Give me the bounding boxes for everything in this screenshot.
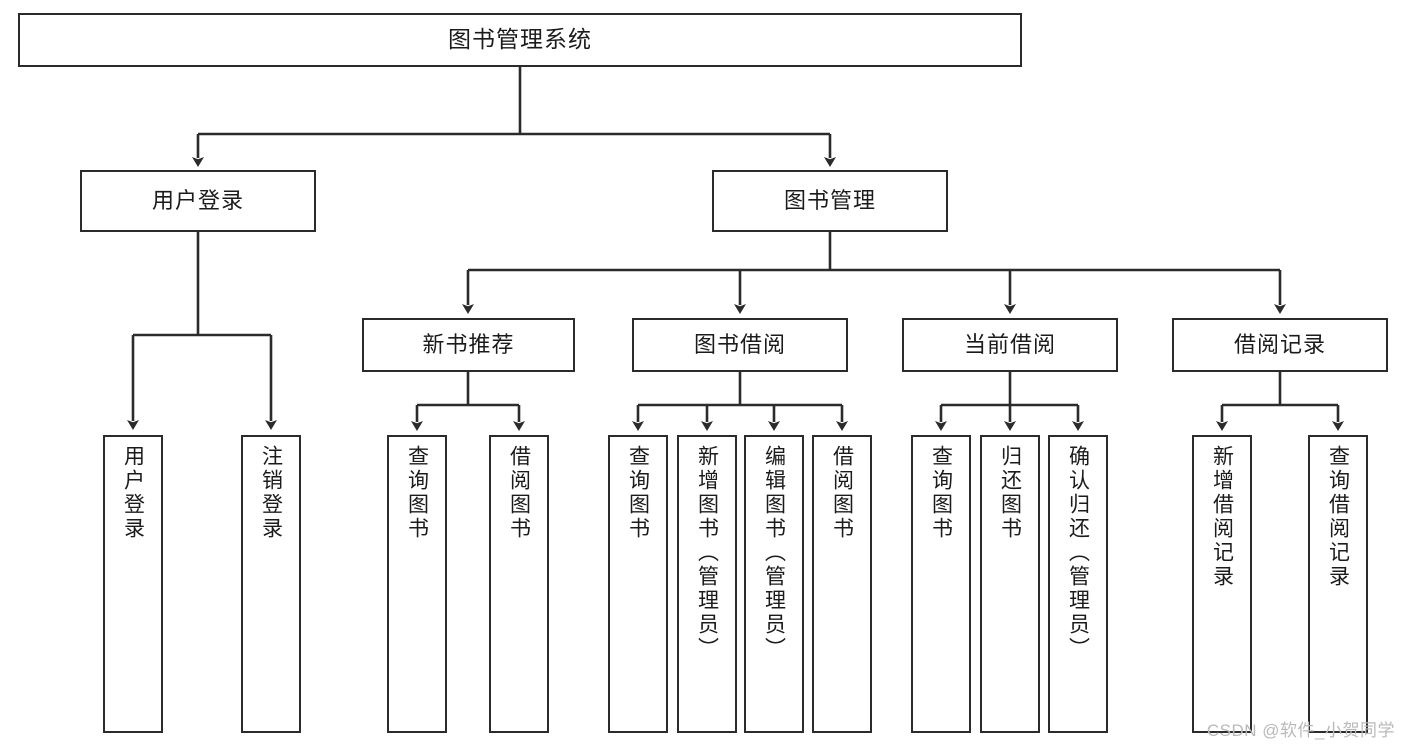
node-label: 图书管理系统 bbox=[448, 26, 592, 53]
leaf-current-borrow-return[interactable]: 归还图书 bbox=[980, 435, 1040, 733]
leaf-borrow-record-query[interactable]: 查询借阅记录 bbox=[1308, 435, 1368, 733]
node-label: 借阅记录 bbox=[1233, 332, 1326, 358]
leaf-new-book-query[interactable]: 查询图书 bbox=[387, 435, 447, 733]
node-label: 新书推荐 bbox=[422, 332, 515, 358]
leaf-new-book-borrow[interactable]: 借阅图书 bbox=[489, 435, 549, 733]
node-label: 归还图书 bbox=[998, 445, 1022, 541]
leaf-user-login-login[interactable]: 用户登录 bbox=[103, 435, 163, 733]
node-label: 借阅图书 bbox=[507, 445, 531, 541]
node-label: 借阅图书 bbox=[830, 445, 854, 541]
node-label: 当前借阅 bbox=[963, 332, 1056, 358]
node-label: 查询图书 bbox=[929, 445, 953, 541]
leaf-user-login-logout[interactable]: 注销登录 bbox=[241, 435, 301, 733]
node-label: 注销登录 bbox=[259, 445, 283, 541]
node-label: 查询图书 bbox=[626, 445, 650, 541]
node-book-borrow[interactable]: 图书借阅 bbox=[632, 318, 848, 372]
node-label: 用户登录 bbox=[121, 445, 145, 541]
node-user-login[interactable]: 用户登录 bbox=[80, 170, 316, 232]
node-label: 查询借阅记录 bbox=[1326, 445, 1350, 589]
leaf-book-borrow-edit[interactable]: 编辑图书（管理员） bbox=[744, 435, 804, 733]
leaf-current-borrow-confirm-return[interactable]: 确认归还（管理员） bbox=[1048, 435, 1108, 733]
node-label: 新增图书（管理员） bbox=[695, 445, 719, 661]
node-label: 图书借阅 bbox=[693, 332, 786, 358]
node-label: 查询图书 bbox=[405, 445, 429, 541]
leaf-book-borrow-borrow[interactable]: 借阅图书 bbox=[812, 435, 872, 733]
node-label: 编辑图书（管理员） bbox=[762, 445, 786, 661]
node-new-book-recommend[interactable]: 新书推荐 bbox=[362, 318, 575, 372]
node-label: 图书管理 bbox=[783, 188, 876, 214]
node-borrow-record[interactable]: 借阅记录 bbox=[1172, 318, 1388, 372]
node-label: 新增借阅记录 bbox=[1210, 445, 1234, 589]
leaf-book-borrow-add[interactable]: 新增图书（管理员） bbox=[677, 435, 737, 733]
node-book-management[interactable]: 图书管理 bbox=[712, 170, 948, 232]
leaf-book-borrow-query[interactable]: 查询图书 bbox=[608, 435, 668, 733]
node-current-borrow[interactable]: 当前借阅 bbox=[902, 318, 1118, 372]
node-label: 确认归还（管理员） bbox=[1066, 445, 1090, 661]
node-label: 用户登录 bbox=[151, 188, 244, 214]
leaf-current-borrow-query[interactable]: 查询图书 bbox=[911, 435, 971, 733]
leaf-borrow-record-add[interactable]: 新增借阅记录 bbox=[1192, 435, 1252, 733]
node-book-management-system[interactable]: 图书管理系统 bbox=[18, 13, 1022, 67]
